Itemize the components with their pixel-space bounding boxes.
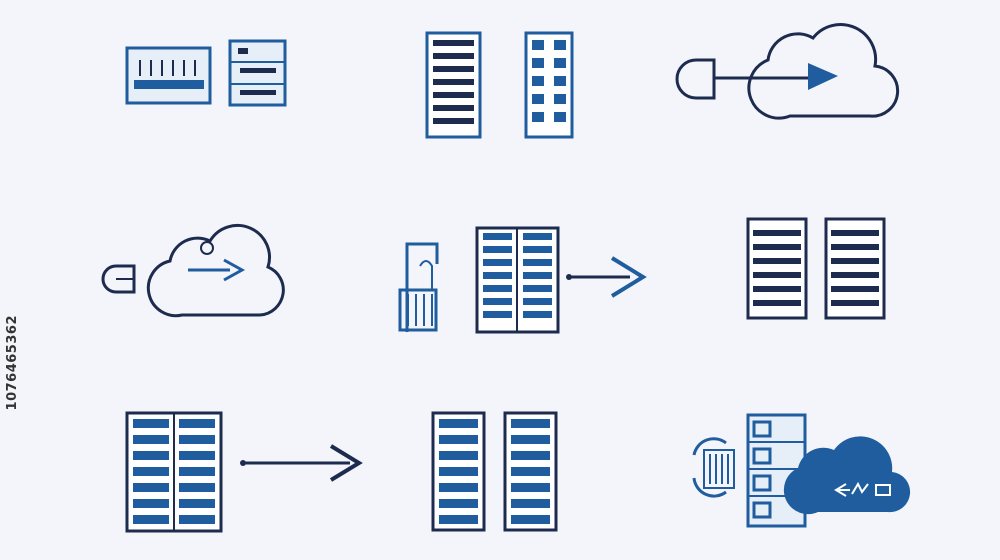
plug-icon xyxy=(675,58,716,100)
arrow-icon xyxy=(714,63,838,90)
stock-id-label: 1076465362 xyxy=(5,315,20,411)
server-rack-icon xyxy=(524,31,574,139)
control-panel-icon xyxy=(125,46,212,105)
arrow-icon xyxy=(566,256,647,298)
device-icon xyxy=(692,437,735,498)
server-rack-icon xyxy=(746,217,808,320)
power-unit-icon xyxy=(398,242,439,332)
server-rack-icon xyxy=(824,217,886,320)
plug-icon xyxy=(101,264,136,294)
server-rack-icon xyxy=(503,411,558,532)
arrow-icon xyxy=(188,258,246,282)
server-rack-icon xyxy=(431,411,486,532)
server-rack-icon xyxy=(425,31,482,139)
network-switch-icon xyxy=(228,39,287,107)
cloud-icon xyxy=(783,436,911,515)
arrow-icon xyxy=(240,444,363,482)
server-rack-icon xyxy=(475,226,560,334)
server-rack-icon xyxy=(125,411,223,533)
